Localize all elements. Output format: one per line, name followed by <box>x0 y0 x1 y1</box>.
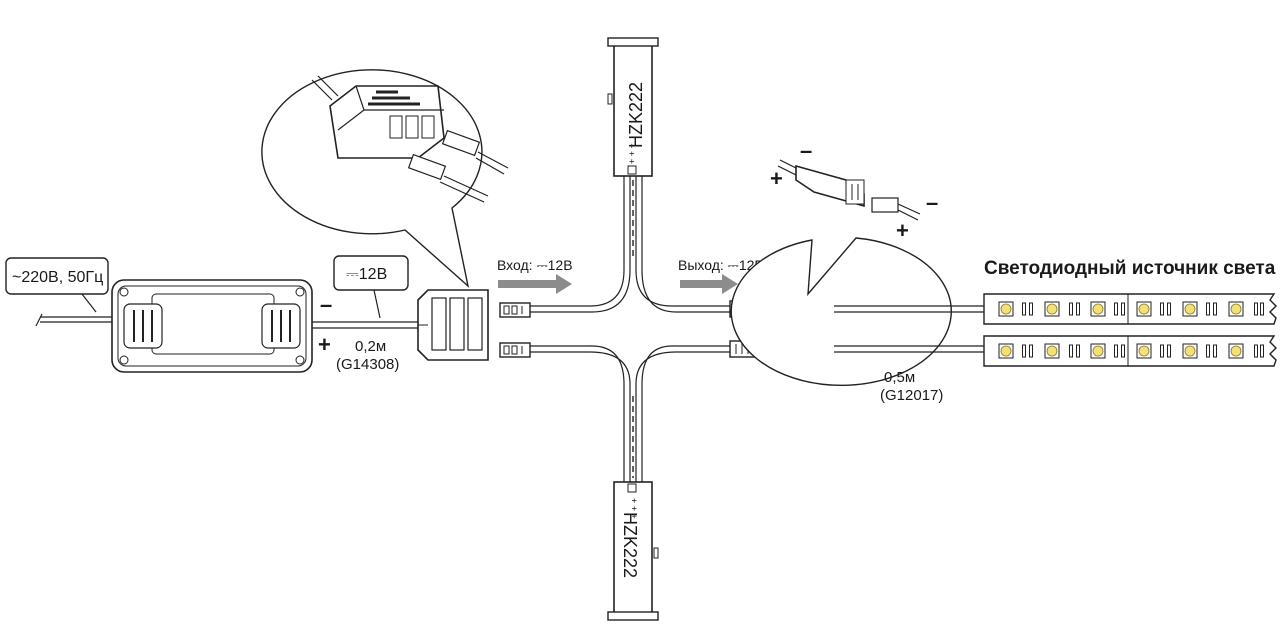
led-resistor <box>1069 302 1073 316</box>
led-chip <box>1182 301 1198 317</box>
sensor-top-model: HZK222 <box>626 82 646 148</box>
led-chip <box>1182 343 1198 359</box>
led-resistor <box>1167 302 1171 316</box>
led-resistor <box>1121 344 1125 358</box>
dc-label: ⎓12В <box>346 266 387 283</box>
led-chip <box>998 301 1014 317</box>
splitter-plug-top <box>499 302 531 318</box>
output-arrow <box>680 274 738 294</box>
bubble-minus-right: – <box>926 190 938 215</box>
led-resistor <box>1254 302 1258 316</box>
cable-short-length: 0,2м <box>355 338 386 355</box>
led-resistor <box>1167 344 1171 358</box>
led-resistor <box>1029 344 1033 358</box>
led-source-title: Светодиодный источник света <box>984 258 1276 279</box>
cable-long-length: 0,5м <box>884 369 915 386</box>
minus-sign-psu: – <box>320 292 332 317</box>
led-resistor <box>1206 344 1210 358</box>
led-chip <box>1090 301 1106 317</box>
sensor-bottom-marks: + + + <box>629 498 639 519</box>
led-resistor <box>1260 344 1264 358</box>
center-wiring <box>530 175 730 482</box>
power-supply <box>111 279 313 373</box>
input-arrow <box>498 274 572 294</box>
mains-label-callout <box>5 257 109 313</box>
led-resistor <box>1160 344 1164 358</box>
cable-short-code: (G14308) <box>336 356 399 373</box>
splitter-box <box>417 289 489 361</box>
led-resistor <box>1160 302 1164 316</box>
bubble-minus-top: – <box>800 138 812 163</box>
led-resistor <box>1029 302 1033 316</box>
sensor-bottom <box>607 481 659 621</box>
cable-long-code: (G12017) <box>880 387 943 404</box>
led-resistor <box>1254 344 1258 358</box>
led-resistor <box>1069 344 1073 358</box>
sensor-top <box>607 37 659 177</box>
bubble-plus-left: + <box>770 166 783 191</box>
led-chip <box>1228 301 1244 317</box>
bubble-plus-bottom: + <box>896 218 909 243</box>
cable-0-2m <box>312 321 418 329</box>
led-resistor <box>1022 344 1026 358</box>
led-resistor <box>1076 302 1080 316</box>
plus-sign-psu: + <box>318 332 331 357</box>
led-resistor <box>1213 302 1217 316</box>
led-chip <box>1090 343 1106 359</box>
led-resistor <box>1076 344 1080 358</box>
led-resistor <box>1213 344 1217 358</box>
led-resistor <box>1114 344 1118 358</box>
splitter-plug-bottom <box>499 342 531 358</box>
led-chip <box>1044 301 1060 317</box>
led-chip <box>1136 343 1152 359</box>
led-chip <box>998 343 1014 359</box>
led-chip <box>1044 343 1060 359</box>
sensor-top-marks: + + + <box>627 143 637 164</box>
led-chip <box>1136 301 1152 317</box>
splitter-zoom-bubble <box>261 69 509 288</box>
led-chip <box>1228 343 1244 359</box>
dc-label-callout <box>333 255 409 319</box>
led-resistor <box>1206 302 1210 316</box>
mains-cable <box>35 313 112 327</box>
led-resistor <box>1114 302 1118 316</box>
led-resistor <box>1121 302 1125 316</box>
output-label: Выход: ⎓12В <box>678 257 764 273</box>
led-resistor <box>1022 302 1026 316</box>
cable-0-5m-top <box>834 305 984 313</box>
sensor-bottom-model: HZK222 <box>620 512 640 578</box>
led-resistor <box>1260 302 1264 316</box>
mains-label: ~220В, 50Гц <box>12 269 103 286</box>
input-label: Вход: ⎓12В <box>497 257 573 273</box>
cable-0-5m-bottom <box>834 345 984 353</box>
